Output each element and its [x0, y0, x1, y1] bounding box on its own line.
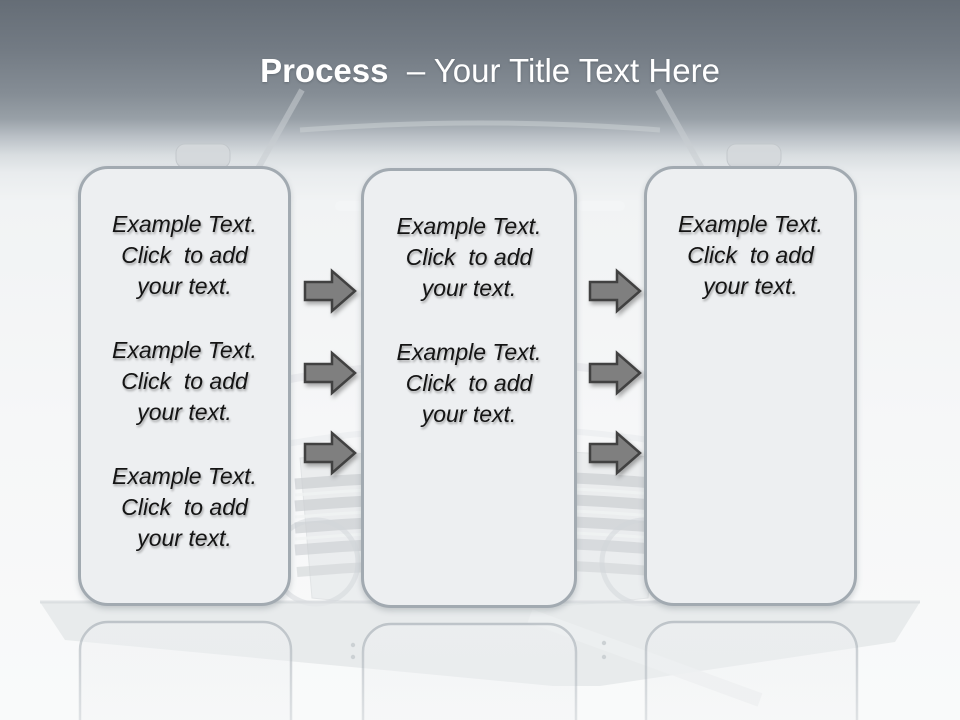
arrow-right-icon — [587, 350, 643, 396]
placeholder-text[interactable]: Example Text. Click to add your text. — [112, 463, 257, 551]
process-box-3[interactable]: Example Text. Click to add your text. — [644, 166, 857, 606]
placeholder-text[interactable]: Example Text. Click to add your text. — [396, 213, 542, 301]
placeholder-text[interactable]: Example Text. Click to add your text. — [678, 211, 823, 299]
arrow-right-icon — [587, 430, 643, 476]
placeholder-text[interactable]: Example Text. Click to add your text. — [112, 211, 257, 299]
slide-title-keyword: Process — [260, 52, 389, 89]
process-box-1[interactable]: Example Text. Click to add your text. Ex… — [78, 166, 291, 606]
arrow-right-icon — [587, 268, 643, 314]
slide-title-text: – Your Title Text Here — [388, 52, 720, 89]
arrow-right-icon — [302, 430, 358, 476]
placeholder-text[interactable]: Example Text. Click to add your text. — [112, 337, 257, 425]
placeholder-text[interactable]: Example Text. Click to add your text. — [396, 339, 542, 427]
slide-title[interactable]: Process – Your Title Text Here — [10, 52, 960, 90]
process-box-2[interactable]: Example Text. Click to add your text. Ex… — [361, 168, 577, 608]
arrow-right-icon — [302, 268, 358, 314]
arrow-right-icon — [302, 350, 358, 396]
